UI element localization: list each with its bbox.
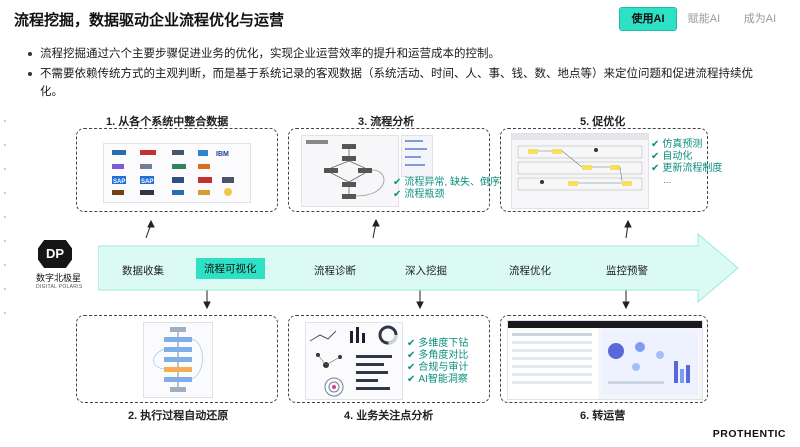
stage-process-visualization: 流程可视化 — [196, 258, 265, 279]
step-6-box — [500, 315, 708, 403]
sap-logo: SAP — [113, 179, 125, 185]
check-icon: ✔ — [407, 374, 416, 385]
check-icon: ✔ — [407, 362, 416, 373]
check-item: ... — [663, 175, 672, 186]
discovered-process-map — [153, 327, 203, 392]
check-icon: ✔ — [651, 151, 660, 162]
analysis-charts — [309, 325, 398, 397]
step-3-title: 3. 流程分析 — [358, 116, 415, 128]
check-icon: ✔ — [407, 338, 416, 349]
step-2-box — [76, 315, 278, 403]
stage-data-collection: 数据收集 — [122, 265, 164, 277]
step-5-box: ✔仿真预测 ✔自动化 ✔更新流程制度 ... ... — [500, 128, 722, 212]
stage-monitoring-alert: 监控预警 — [606, 265, 648, 277]
check-icon: ✔ — [407, 350, 416, 361]
check-icon: ✔ — [651, 163, 660, 174]
check-item: ✔合规与审计 — [407, 362, 469, 373]
page-title: 流程挖掘，数据驱动企业流程优化与运营 — [14, 12, 285, 29]
stage-process-diagnosis: 流程诊断 — [314, 265, 356, 277]
ibm-logo: IBM — [216, 151, 229, 158]
intro-bullet: 流程挖掘通过六个主要步骤促进业务的优化，实现企业运营效率的提升和运营成本的控制。 — [26, 45, 766, 63]
bpmn-diagram — [512, 134, 648, 191]
decorative-dots — [4, 120, 6, 340]
logo-name-en: DIGITAL POLARIS — [36, 284, 83, 290]
stage-deep-mining: 深入挖掘 — [405, 265, 447, 277]
integrations-screenshot: IBM SAP SAP — [103, 143, 251, 203]
brand-logo: PROTHENTIC — [712, 428, 786, 440]
tab-use-ai[interactable]: 使用AI — [619, 7, 677, 31]
business-analysis-screenshot — [305, 322, 403, 400]
stage-process-optimization: 流程优化 — [509, 265, 551, 277]
step-4-box: ✔多维度下钻 ✔多角度对比 ✔合规与审计 ✔AI智能洞察 — [288, 315, 490, 403]
check-icon: ✔ — [393, 189, 402, 200]
tab-empower-ai[interactable]: 赋能AI — [687, 13, 721, 25]
step-2-title: 2. 执行过程自动还原 — [128, 410, 229, 422]
check-item: ✔仿真预测 — [651, 139, 703, 150]
mode-tabs: 使用AI 赋能AI 成为AI — [619, 7, 788, 31]
step-4-title: 4. 业务关注点分析 — [344, 410, 434, 422]
check-item: ✔AI智能洞察 — [407, 374, 468, 385]
check-icon: ✔ — [393, 177, 402, 188]
step-5-title: 5. 促优化 — [580, 116, 626, 128]
step-1-box: IBM SAP SAP — [76, 128, 278, 212]
system-logos-grid: IBM SAP SAP — [112, 150, 234, 196]
step-1-title: 1. 从各个系统中整合数据 — [106, 116, 229, 128]
check-item: ✔多维度下钻 — [407, 338, 469, 349]
check-item: ✔多角度对比 — [407, 350, 469, 361]
step-3-checklist: ✔流程异常, 缺失、倒序、重复等 ✔流程瓶颈 — [393, 177, 540, 201]
step-5-checklist: ✔仿真预测 ✔自动化 ✔更新流程制度 ... ... — [651, 139, 722, 187]
step-4-checklist: ✔多维度下钻 ✔多角度对比 ✔合规与审计 ✔AI智能洞察 — [407, 338, 468, 386]
sap-logo: SAP — [141, 179, 153, 185]
logo-mark: DP — [38, 240, 72, 268]
operations-dashboard-screenshot — [507, 320, 703, 400]
tab-become-ai[interactable]: 成为AI — [743, 13, 777, 25]
check-item: ✔自动化 — [651, 151, 693, 162]
monitoring-dashboard — [508, 321, 702, 399]
check-item: ✔流程瓶颈 — [393, 189, 445, 200]
process-flow-graph — [306, 140, 385, 199]
check-item: ✔流程异常, 缺失、倒序、重复等 — [393, 177, 540, 188]
check-item: ✔更新流程制度 — [651, 163, 723, 174]
company-logo: DP 数字北极星 DIGITAL POLARIS — [36, 240, 83, 290]
step-6-title: 6. 转运营 — [580, 410, 626, 422]
process-flow-arrow — [98, 232, 739, 304]
intro-bullets: 流程挖掘通过六个主要步骤促进业务的优化，实现企业运营效率的提升和运营成本的控制。… — [26, 45, 766, 103]
check-icon: ✔ — [651, 139, 660, 150]
intro-bullet: 不需要依赖传统方式的主观判断，而是基于系统记录的客观数据（系统活动、时间、人、事… — [26, 65, 766, 101]
process-analysis-screenshot — [301, 135, 399, 207]
logo-name-cn: 数字北极星 — [36, 273, 82, 283]
metrics-panel — [401, 135, 433, 177]
optimization-screenshot — [511, 133, 649, 209]
process-discovery-screenshot — [143, 322, 213, 398]
step-3-box: ✔流程异常, 缺失、倒序、重复等 ✔流程瓶颈 — [288, 128, 540, 212]
